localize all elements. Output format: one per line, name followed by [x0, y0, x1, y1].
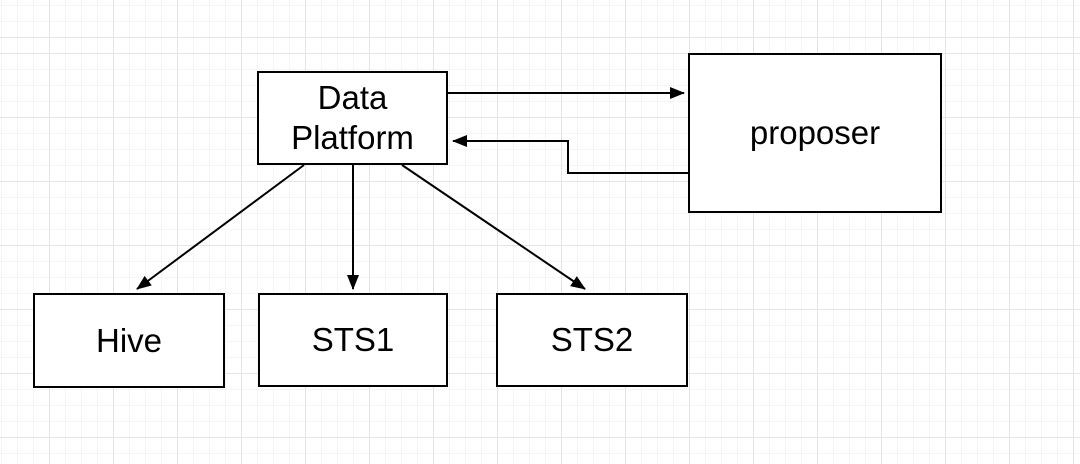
- node-data-platform-label: Data Platform: [291, 79, 414, 156]
- node-proposer: proposer: [688, 53, 942, 213]
- node-hive: Hive: [33, 293, 225, 388]
- node-sts1: STS1: [258, 293, 448, 387]
- node-sts1-label: STS1: [311, 321, 395, 359]
- edge-proposer-to-data-platform: [452, 135, 688, 174]
- node-sts2-label: STS2: [550, 321, 634, 359]
- edge-data-platform-to-sts2: [401, 164, 586, 290]
- node-data-platform: Data Platform: [257, 71, 448, 165]
- node-hive-label: Hive: [95, 321, 163, 359]
- edge-data-platform-to-hive: [136, 164, 305, 290]
- node-sts2: STS2: [496, 293, 688, 387]
- node-proposer-label: proposer: [749, 114, 881, 152]
